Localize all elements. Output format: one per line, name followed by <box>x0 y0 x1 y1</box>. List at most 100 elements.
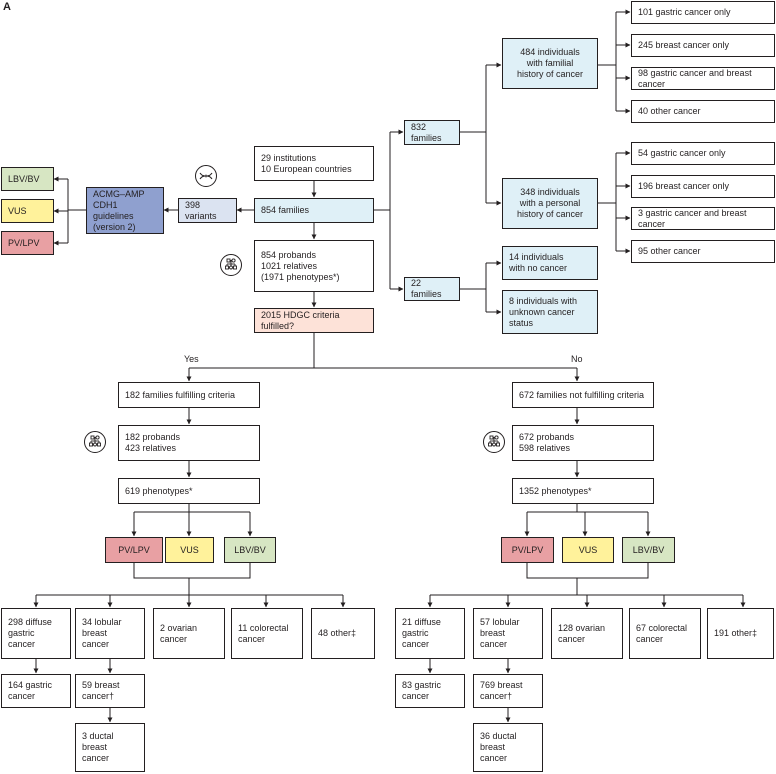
familial-history-line3: history of cancer <box>516 69 584 79</box>
yes-probands-box: 182 probands 423 relatives <box>118 425 260 461</box>
no-cancer-line1: 14 individuals <box>509 252 564 262</box>
source-institutions: 29 institutions <box>261 152 317 163</box>
yes-cancer-ovarian-box: 2 ovarian cancer <box>153 608 225 659</box>
no-cancer-lobular-line3: cancer <box>480 639 508 649</box>
unknown-cancer-line3: status <box>509 317 534 328</box>
no-breast-sub-line2: cancer† <box>480 691 513 701</box>
familial-outcome-label: 101 gastric cancer only <box>638 7 731 17</box>
yes-class-lbv-label: LBV/BV <box>234 544 266 555</box>
no-cancer-ovarian-line2: cancer <box>558 633 586 644</box>
criteria-question-label: 2015 HDGC criteria fulfilled? <box>261 309 340 331</box>
familial-outcome-label: 245 breast cancer only <box>638 40 730 50</box>
no-cancer-diffuse-line1: 21 diffuse <box>402 617 441 627</box>
probands-total-line3: (1971 phenotypes*) <box>261 271 340 282</box>
no-breast-sub-line1: 769 breast <box>480 680 523 690</box>
no-gastric-sub-line1: 83 gastric <box>402 680 442 690</box>
pedigree-icon <box>483 431 505 453</box>
variants-box: 398 variants <box>178 198 237 223</box>
familial-outcome-box: 101 gastric cancer only <box>631 1 775 24</box>
personal-history-line2: with a personal <box>519 198 581 208</box>
no-breast-sub-box: 769 breast cancer† <box>473 674 543 708</box>
no-class-vus-label: VUS <box>578 544 598 555</box>
pedigree-icon <box>84 431 106 453</box>
no-ductal-sub-box: 36 ductal breast cancer <box>473 723 543 772</box>
no-cancer-diffuse-line3: cancer <box>402 639 430 649</box>
yes-label: Yes <box>184 354 199 364</box>
personal-outcome-box: 54 gastric cancer only <box>631 142 775 165</box>
class-pv-label: PV/LPV <box>8 237 40 248</box>
yes-class-pv-label: PV/LPV <box>118 544 150 555</box>
no-cancer-diffuse-line2: gastric <box>402 628 429 638</box>
yes-class-vus-label: VUS <box>180 544 199 555</box>
source-countries: 10 European countries <box>261 163 352 174</box>
no-cancer-ovarian-box: 128 ovarian cancer <box>551 608 623 659</box>
no-gastric-sub-line2: cancer <box>402 691 430 701</box>
yes-phenotypes-box: 619 phenotypes* <box>118 478 260 504</box>
source-box: 29 institutions 10 European countries <box>254 146 374 181</box>
criteria-question-box: 2015 HDGC criteria fulfilled? <box>254 308 374 333</box>
yes-cancer-colorectal-box: 11 colorectal cancer <box>231 608 303 659</box>
families-22-label: 22 families <box>411 278 442 299</box>
personal-history-box: 348 individuals with a personal history … <box>502 178 598 229</box>
families-832-label: 832 families <box>411 121 442 143</box>
familial-history-box: 484 individuals with familial history of… <box>502 38 598 89</box>
guidelines-line3: (version 2) <box>93 221 136 232</box>
familial-outcome-label: 98 gastric cancer and breast cancer <box>638 67 752 89</box>
yes-class-lbv-box: LBV/BV <box>224 537 276 563</box>
families-832-box: 832 families <box>404 120 460 145</box>
familial-history-line1: 484 individuals <box>520 47 580 57</box>
yes-cancer-diffuse-box: 298 diffuse gastric cancer <box>1 608 71 659</box>
yes-class-pv-box: PV/LPV <box>105 537 163 563</box>
no-class-pv-box: PV/LPV <box>501 537 554 563</box>
yes-cancer-diffuse-line1: 298 diffuse <box>8 617 52 627</box>
no-phenotypes-box: 1352 phenotypes* <box>512 478 654 504</box>
panel-label: A <box>3 1 11 13</box>
no-ductal-sub-line1: 36 ductal <box>480 731 517 741</box>
no-cancer-colorectal-line2: cancer <box>636 633 664 644</box>
familial-outcome-box: 245 breast cancer only <box>631 34 775 57</box>
yes-breast-sub-line2: cancer† <box>82 691 115 701</box>
yes-class-vus-box: VUS <box>165 537 214 563</box>
no-label: No <box>571 354 583 364</box>
guidelines-line1: ACMG–AMP <box>93 188 145 199</box>
yes-probands-line2: 423 relatives <box>125 443 177 453</box>
guidelines-line2: CDH1 guidelines <box>93 199 134 221</box>
no-cancer-other-label: 191 other‡ <box>714 628 758 638</box>
no-cancer-ovarian-line1: 128 ovarian <box>558 622 606 633</box>
familial-outcome-label: 40 other cancer <box>638 106 701 116</box>
personal-outcome-label: 3 gastric cancer and breast cancer <box>638 207 747 229</box>
no-phenotypes-label: 1352 phenotypes* <box>519 485 592 496</box>
no-ductal-sub-line3: cancer <box>480 753 508 763</box>
personal-outcome-box: 3 gastric cancer and breast cancer <box>631 207 775 230</box>
yes-ductal-sub-line2: breast <box>82 742 108 752</box>
personal-outcome-box: 95 other cancer <box>631 240 775 263</box>
no-families-box: 672 families not fulfilling criteria <box>512 382 654 408</box>
personal-outcome-box: 196 breast cancer only <box>631 175 775 198</box>
pedigree-icon <box>220 254 242 276</box>
yes-probands-line1: 182 probands <box>125 432 181 442</box>
no-cancer-box: 14 individuals with no cancer <box>502 246 598 280</box>
unknown-cancer-line1: 8 individuals with <box>509 295 578 306</box>
yes-ductal-sub-box: 3 ductal breast cancer <box>75 723 145 772</box>
no-probands-line2: 598 relatives <box>519 443 571 453</box>
yes-ductal-sub-line3: cancer <box>82 753 110 763</box>
no-gastric-sub-box: 83 gastric cancer <box>395 674 465 708</box>
unknown-cancer-box: 8 individuals with unknown cancer status <box>502 290 598 334</box>
probands-total-box: 854 probands 1021 relatives (1971 phenot… <box>254 240 374 292</box>
personal-history-line3: history of cancer <box>516 209 584 219</box>
no-cancer-line2: with no cancer <box>509 263 568 273</box>
personal-outcome-label: 54 gastric cancer only <box>638 148 726 158</box>
probands-total-line2: 1021 relatives <box>261 260 318 271</box>
yes-gastric-sub-line1: 164 gastric <box>8 680 53 690</box>
yes-cancer-colorectal-line1: 11 colorectal <box>238 622 289 633</box>
no-cancer-lobular-box: 57 lobular breast cancer <box>473 608 543 659</box>
unknown-cancer-line2: unknown cancer <box>509 306 575 317</box>
dna-icon <box>195 165 217 187</box>
yes-cancer-other-box: 48 other‡ <box>311 608 375 659</box>
yes-breast-sub-line1: 59 breast <box>82 680 120 690</box>
variants-label: 398 variants <box>185 199 217 221</box>
yes-cancer-lobular-box: 34 lobular breast cancer <box>75 608 145 659</box>
yes-cancer-colorectal-line2: cancer <box>238 633 266 644</box>
families-854-box: 854 families <box>254 198 374 223</box>
